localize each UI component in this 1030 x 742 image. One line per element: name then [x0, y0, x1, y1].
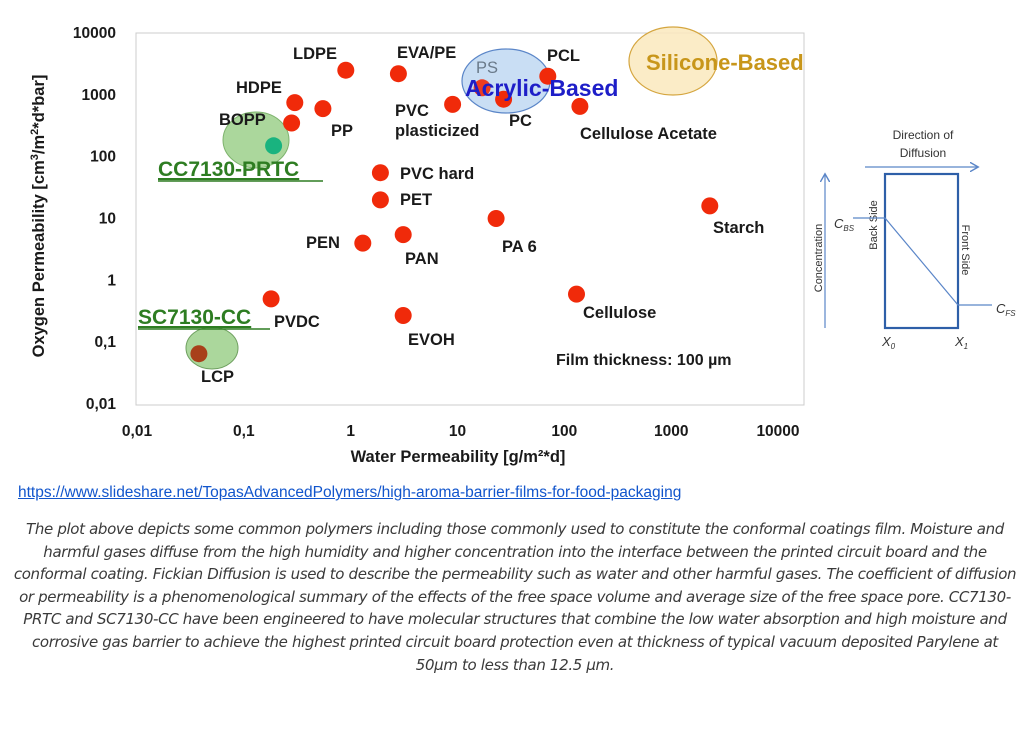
label-pet: PET [400, 191, 432, 209]
concentration-label: Concentration [813, 224, 825, 293]
label-pvdc: PVDC [274, 313, 320, 331]
point-ldpe [337, 61, 355, 79]
c-fs-label: CFS [996, 301, 1016, 318]
label-cellulose-acetate: Cellulose Acetate [580, 125, 717, 143]
x-tick-label: 0,01 [122, 423, 153, 440]
point-bopp [283, 114, 301, 132]
point-pc [495, 90, 513, 108]
point-pp [314, 100, 332, 118]
label-hdpe: HDPE [236, 79, 282, 97]
y-axis-title: Oxygen Permeability [cm3/m2*d*bar] [29, 75, 48, 358]
label-ps: PS [476, 59, 498, 77]
caption-line: The plot above depicts some common polym… [26, 520, 1004, 538]
cc7130-prtc-label: CC7130-PRTC [158, 158, 299, 181]
source-link[interactable]: https://www.slideshare.net/TopasAdvanced… [18, 484, 682, 501]
point-lcp [190, 345, 208, 363]
back-side-label: Back Side [868, 200, 880, 250]
caption-line: harmful gases diffuse from the high humi… [43, 542, 987, 561]
x0-label: X0 [881, 334, 896, 351]
caption-line: 50μm to less than 12.5 μm. [415, 655, 615, 674]
point-cellulose [568, 285, 585, 303]
point-ps [473, 79, 491, 97]
sc7130-cc-label: SC7130-CC [138, 306, 251, 329]
y-tick-label: 0,1 [94, 334, 116, 351]
point-eva-pe [389, 65, 407, 83]
label-pvc-plasticized-2: plasticized [395, 122, 479, 140]
y-tick-label: 10000 [73, 25, 116, 42]
point-pan [394, 226, 412, 244]
y-tick-label: 1 [107, 272, 116, 289]
point-evoh [394, 307, 412, 324]
label-pvc-plasticized-1: PVC [395, 102, 429, 120]
point-pcl [539, 67, 557, 85]
point-pvc-hard [371, 164, 389, 182]
label-pc: PC [509, 112, 532, 130]
concentration-profile [853, 217, 992, 306]
label-cellulose: Cellulose [583, 304, 656, 322]
label-pen: PEN [306, 234, 340, 252]
label-pp: PP [331, 122, 353, 140]
x-tick-label: 1000 [654, 423, 688, 440]
label-pan: PAN [405, 250, 439, 268]
caption-line: PRTC and SC7130-CC have been engineered … [23, 610, 1007, 629]
x-tick-label: 0,1 [233, 423, 255, 440]
film-thickness-note: Film thickness: 100 µm [556, 352, 732, 369]
point-pvdc [262, 290, 280, 308]
plot-frame [135, 32, 805, 406]
y-tick-label: 0,01 [86, 396, 117, 413]
x-tick-label: 100 [551, 423, 577, 440]
label-starch: Starch [713, 219, 764, 237]
y-tick-label: 1000 [82, 87, 116, 104]
label-pa6: PA 6 [502, 238, 537, 256]
c-bs-label: CBS [834, 216, 855, 233]
label-pcl: PCL [547, 47, 580, 65]
silicone-region [628, 26, 718, 96]
acrylic-label: Acrylic-Based [465, 75, 618, 101]
point-pet [371, 191, 389, 209]
silicone-label: Silicone-Based [646, 50, 804, 75]
point-hdpe [286, 94, 304, 112]
label-pvc-hard: PVC hard [400, 165, 474, 183]
point-pvc-plasticized [444, 95, 462, 113]
x1-label: X1 [954, 334, 968, 351]
y-tick-label: 10 [99, 211, 116, 228]
film-box [883, 172, 960, 330]
permeability-chart: LDPE EVA/PE HDPE PP BOPP PVC plasticized… [29, 25, 805, 466]
diffusion-title-line1: Direction of [893, 128, 954, 142]
diffusion-diagram: Direction of Diffusion Concentration Bac… [813, 128, 1016, 351]
point-cellulose-acetate [571, 97, 589, 115]
x-tick-label: 10 [449, 423, 466, 440]
y-tick-label: 100 [90, 149, 116, 166]
point-pen [354, 234, 372, 252]
front-side-label: Front Side [959, 225, 971, 276]
label-eva-pe: EVA/PE [397, 44, 456, 62]
x-axis-title: Water Permeability [g/m²*d] [351, 448, 566, 466]
label-bopp: BOPP [219, 111, 266, 129]
x-tick-label: 1 [346, 423, 355, 440]
label-lcp: LCP [201, 368, 234, 386]
point-starch [701, 197, 719, 215]
caption-line: conformal coating. Fickian Diffusion is … [13, 565, 1017, 584]
x-tick-label: 10000 [756, 423, 799, 440]
label-ldpe: LDPE [293, 45, 337, 63]
caption-line: or permeability is a phenomenological su… [19, 587, 1011, 606]
caption: The plot above depicts some common polym… [8, 518, 1022, 676]
label-evoh: EVOH [408, 331, 455, 349]
caption-line: corrosive gas barrier to achieve the hig… [32, 632, 998, 651]
diffusion-title-line2: Diffusion [900, 146, 946, 160]
point-cc7130-prtc [265, 137, 283, 155]
point-pa-6 [487, 210, 505, 227]
